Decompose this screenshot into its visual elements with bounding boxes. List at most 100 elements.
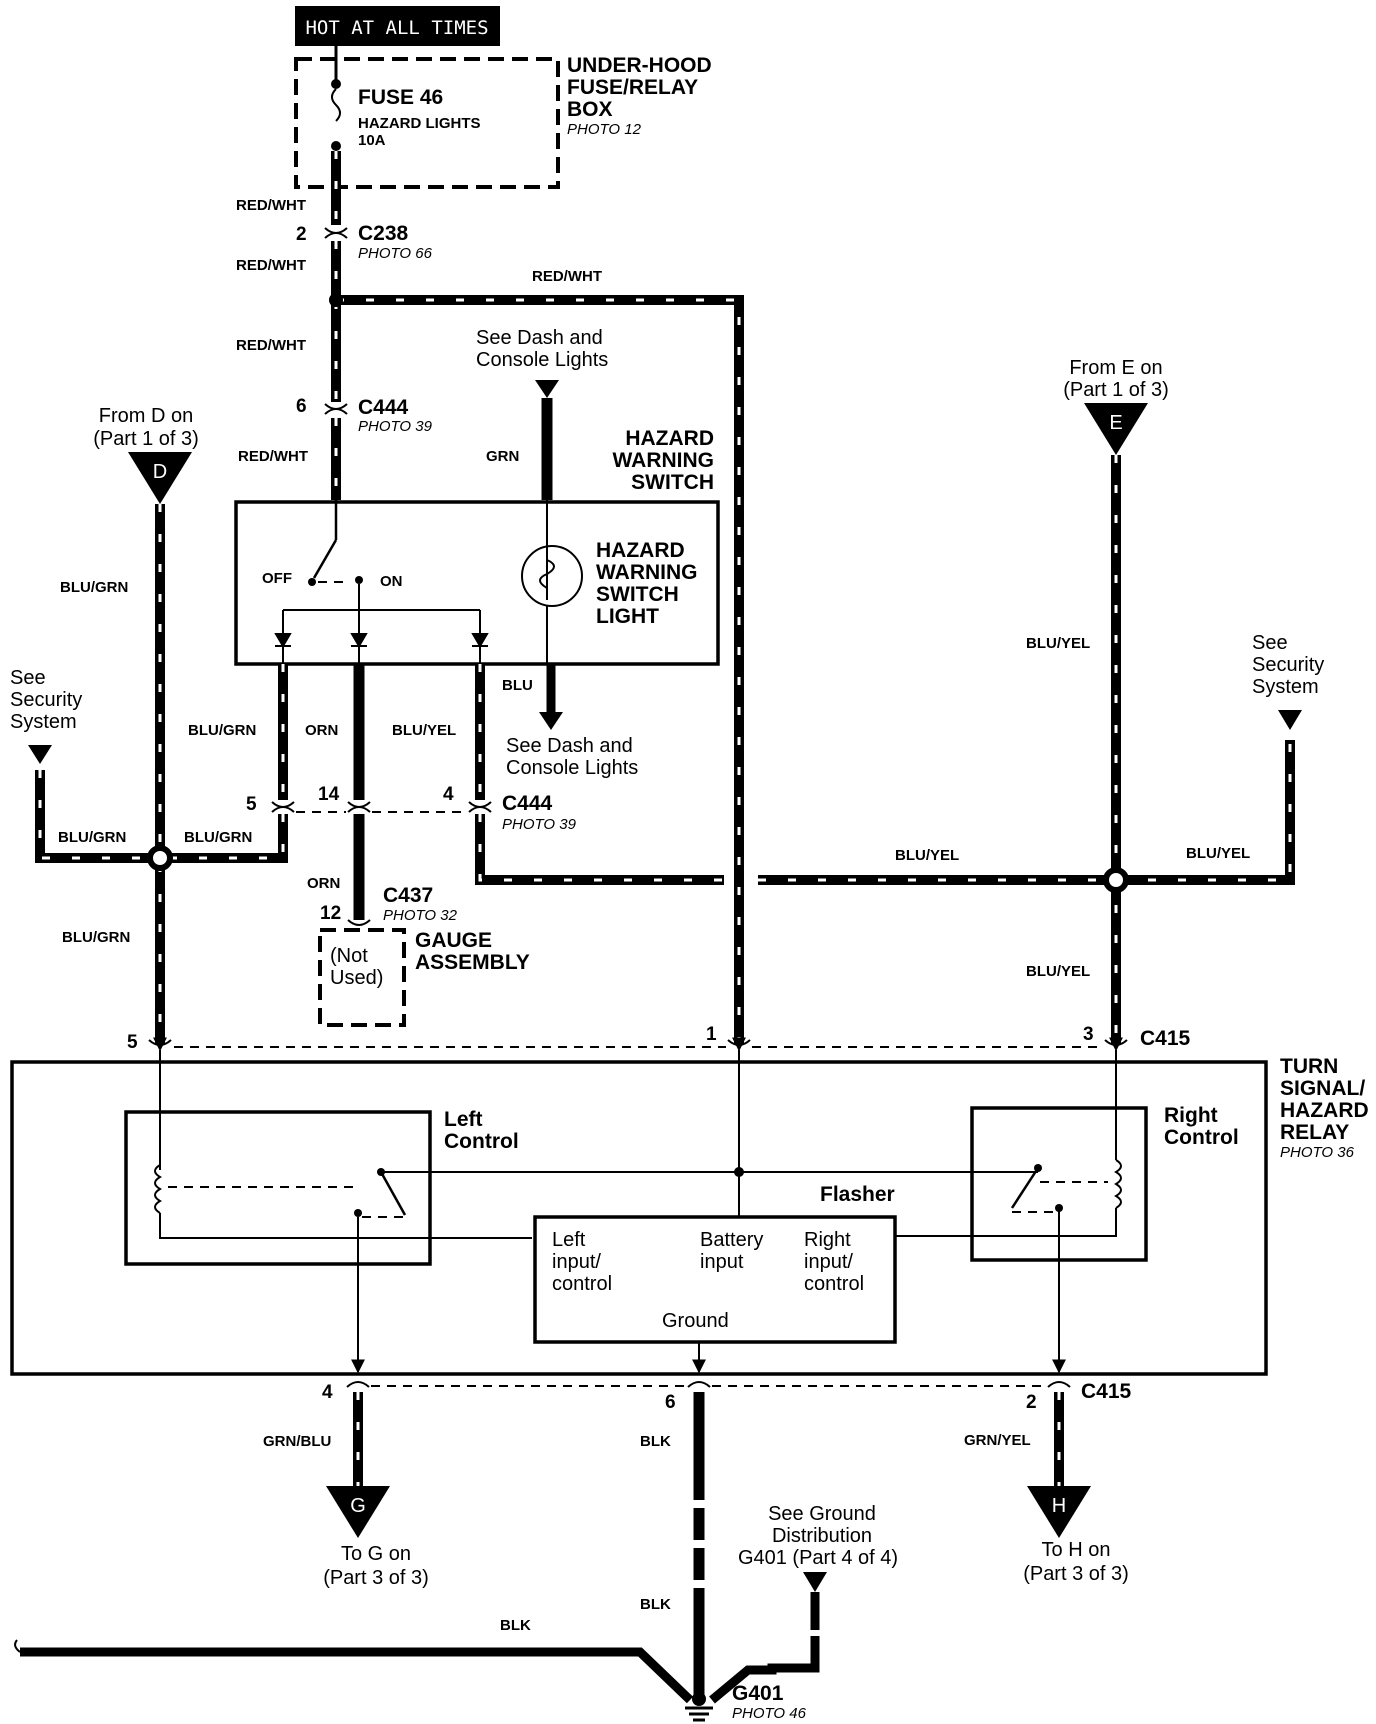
wire-label-red-wht: RED/WHT (532, 268, 602, 285)
blk-ground-wires (14, 1392, 820, 1704)
fuse-box-label-1: UNDER-HOOD (567, 54, 712, 77)
relay-title-3: HAZARD (1280, 1099, 1369, 1122)
c415-pin-4: 4 (322, 1382, 333, 1403)
diode-center (350, 633, 368, 648)
gauge-not-used-2: Used) (330, 967, 383, 989)
ground-dist-ref-1: See Ground (768, 1503, 876, 1525)
gauge-label-1: GAUGE (415, 929, 492, 952)
dash-lights-ref-bottom-2: Console Lights (506, 757, 638, 779)
hazard-warning-switch: OFF ON HAZARD WARNING SWITCH LIGHT (234, 500, 720, 666)
under-hood-fuse-relay-box: FUSE 46 HAZARD LIGHTS 10A UNDER-HOOD FUS… (294, 46, 712, 189)
switch-light-label-1: HAZARD (596, 539, 685, 562)
blu-yel-right-wire (758, 455, 1295, 1045)
letter-g: G (350, 1495, 366, 1517)
ground-dist-arrow (803, 1572, 827, 1592)
flasher-box (533, 1215, 897, 1344)
wire-label-blu-grn: BLU/GRN (184, 829, 252, 846)
c437-label: C437 (383, 884, 433, 907)
wire-label-grn: GRN (486, 448, 519, 465)
fuse-rating: 10A (358, 132, 386, 149)
banner-label: HOT AT ALL TIMES (305, 17, 488, 39)
fuse-box-photo: PHOTO 12 (567, 121, 642, 138)
left-input-label-3: control (552, 1273, 612, 1295)
from-e-ref-1: From E on (1069, 357, 1162, 379)
c415-bottom-connector (346, 1381, 1071, 1388)
wire-label-blu-yel: BLU/YEL (1186, 845, 1250, 862)
turn-signal-hazard-relay: TURN SIGNAL/ HAZARD RELAY PHOTO 36 Left … (10, 1037, 1369, 1376)
security-left-ref-1: See (10, 667, 46, 689)
blu-grn-left-wire (35, 504, 173, 1045)
c238-photo: PHOTO 66 (358, 245, 433, 262)
c444-top-label: C444 (358, 396, 409, 419)
connector-h-triangle (1027, 1486, 1091, 1538)
diode-right (471, 633, 489, 648)
relay-photo: PHOTO 36 (1280, 1144, 1355, 1161)
switch-light-label-3: SWITCH (596, 583, 679, 606)
ground-label: Ground (662, 1310, 729, 1332)
to-h-ref-1: To H on (1042, 1539, 1111, 1561)
wire-label-blu-yel: BLU/YEL (1026, 963, 1090, 980)
gauge-not-used-1: (Not (330, 945, 368, 967)
c444-top-pin: 6 (296, 396, 307, 417)
left-input-label-2: input/ (552, 1251, 601, 1273)
security-left-ref-2: Security (10, 689, 82, 711)
wire-label-blu-grn: BLU/GRN (188, 722, 256, 739)
ground-dist-ref-3: G401 (Part 4 of 4) (738, 1547, 898, 1569)
c437-pin: 12 (320, 903, 341, 924)
security-right-ref-2: Security (1252, 654, 1324, 676)
relay-title-2: SIGNAL/ (1280, 1077, 1365, 1100)
c415-pin-1: 1 (706, 1024, 717, 1045)
dash-lights-arrow-bottom (539, 712, 563, 730)
security-left-ref-3: System (10, 711, 77, 733)
connector-g-triangle (326, 1486, 390, 1538)
switch-on-label: ON (380, 573, 403, 590)
relay-title-1: TURN (1280, 1055, 1338, 1078)
wire-label-blk: BLK (500, 1617, 531, 1634)
wire-label-blu-yel: BLU/YEL (895, 847, 959, 864)
left-control-label-2: Control (444, 1130, 519, 1153)
wire-label-blu-yel: BLU/YEL (392, 722, 456, 739)
wire-label-blu: BLU (502, 677, 533, 694)
wire-label-orn: ORN (307, 875, 340, 892)
dash-lights-ref-bottom-1: See Dash and (506, 735, 633, 757)
c415-pin-2: 2 (1026, 1392, 1037, 1413)
c444-top-connector (324, 403, 348, 415)
c444-pin-14: 14 (318, 784, 340, 805)
flasher-label: Flasher (820, 1183, 895, 1206)
fuse-label: FUSE 46 (358, 86, 443, 109)
to-h-ref-2: (Part 3 of 3) (1023, 1563, 1129, 1585)
wire-label-blk: BLK (640, 1596, 671, 1613)
c415-bottom-label: C415 (1081, 1380, 1132, 1403)
dash-lights-arrow-top (535, 380, 559, 398)
diode-left (274, 633, 292, 648)
left-control-box (124, 1110, 432, 1266)
security-right-ref-1: See (1252, 632, 1288, 654)
letter-d: D (153, 461, 167, 483)
security-right-ref-3: System (1252, 676, 1319, 698)
hazard-switch-title-3: SWITCH (631, 471, 714, 494)
connector-d-triangle (128, 452, 192, 504)
wire-label-blu-grn: BLU/GRN (60, 579, 128, 596)
left-control-label-1: Left (444, 1108, 483, 1131)
wire-label-blk: BLK (640, 1433, 671, 1450)
relay-title-4: RELAY (1280, 1121, 1349, 1144)
switch-light-bulb-icon (521, 545, 583, 607)
c415-top-connector (148, 1039, 1128, 1048)
wire-label-blu-yel: BLU/YEL (1026, 635, 1090, 652)
c238-label: C238 (358, 222, 409, 245)
switch-light-label-2: WARNING (596, 561, 698, 584)
c444-pin-4: 4 (443, 784, 454, 805)
c238-pin: 2 (296, 224, 307, 245)
fuse-box-label-2: FUSE/RELAY (567, 76, 698, 99)
dash-lights-ref-top-2: Console Lights (476, 349, 608, 371)
c415-pin-5: 5 (127, 1032, 138, 1053)
battery-input-label-2: input (700, 1251, 744, 1273)
ground-dist-ref-2: Distribution (772, 1525, 872, 1547)
g401-label: G401 (732, 1682, 784, 1705)
gauge-assembly: (Not Used) GAUGE ASSEMBLY (318, 928, 530, 1027)
wire-label-blu-grn: BLU/GRN (58, 829, 126, 846)
right-control-label-2: Control (1164, 1126, 1239, 1149)
right-input-label-2: input/ (804, 1251, 853, 1273)
wire-label-grn-yel: GRN/YEL (964, 1432, 1031, 1449)
